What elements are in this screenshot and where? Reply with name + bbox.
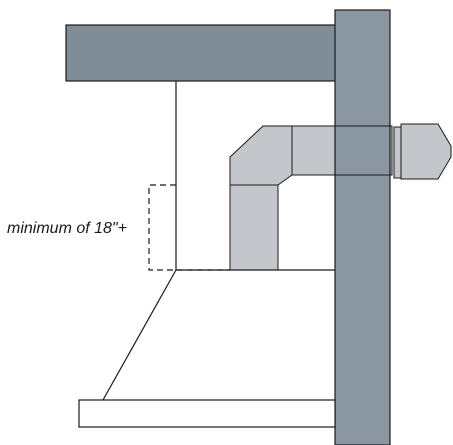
hood-base-plate [78, 399, 336, 428]
duct-through-wall [334, 125, 391, 176]
hood-canopy-edge [102, 269, 177, 401]
dimension-bracket [148, 184, 230, 271]
wall-cap-hood [400, 123, 452, 180]
wall-cap-flange [393, 126, 402, 179]
duct-elbow [229, 125, 293, 271]
ceiling-beam [65, 24, 337, 82]
dimension-label: minimum of 18"+ [7, 220, 127, 237]
exterior-wall-cap [393, 123, 452, 180]
wall [334, 9, 391, 445]
